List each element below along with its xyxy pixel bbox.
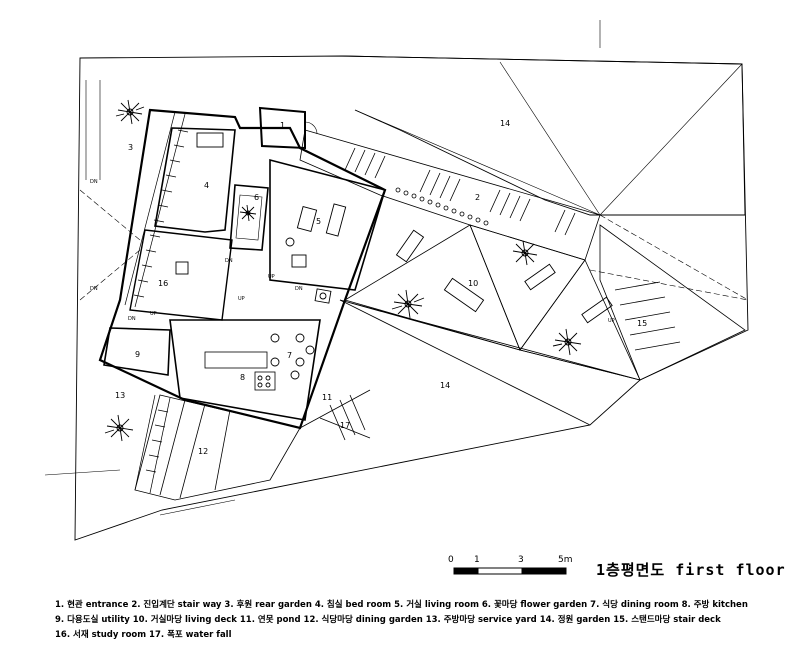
svg-text:UP: UP [150, 311, 157, 317]
living-deck [344, 224, 521, 351]
room-14-upper-label: 14 [500, 119, 510, 128]
room-7-label: 7 [287, 351, 292, 360]
svg-text:UP: UP [238, 296, 245, 302]
stair-deck [599, 224, 746, 381]
legend-line-2: 9. 다용도실 utility 10. 거실마당 living deck 11.… [55, 615, 721, 625]
room-17-label: 17 [340, 421, 350, 430]
legend-line-1: 1. 현관 entrance 2. 진입계단 stair way 3. 후원 r… [55, 600, 748, 610]
room-14-lower-label: 14 [440, 381, 450, 390]
upper-garden-outline [341, 55, 746, 216]
entry-stair [299, 129, 601, 261]
scale-label-5m: 5m [558, 555, 573, 565]
room-11-label: 11 [322, 393, 332, 402]
scale-label-0: 0 [448, 555, 454, 565]
tree-symbols [104, 99, 582, 442]
svg-text:DN: DN [90, 179, 98, 185]
svg-text:DN: DN [225, 258, 233, 264]
scale-bar: 0 1 3 5m [448, 555, 573, 575]
room-9-label: 9 [135, 350, 140, 359]
svg-text:DN: DN [295, 286, 303, 292]
room-3-label: 3 [128, 143, 133, 152]
svg-text:DN: DN [128, 316, 136, 322]
svg-text:UP: UP [608, 318, 615, 324]
drawing-title: 1층평면도 first floor [596, 561, 786, 579]
room-6-label: 6 [254, 193, 259, 202]
scale-label-3: 3 [518, 555, 524, 565]
dining-garden [134, 394, 301, 501]
room-5-label: 5 [316, 217, 321, 226]
room-2-label: 2 [475, 193, 480, 202]
legend-line-3: 16. 서재 study room 17. 폭포 water fall [55, 630, 232, 640]
svg-text:DN: DN [90, 286, 98, 292]
svg-text:UP: UP [268, 274, 275, 280]
entrance-block [258, 106, 306, 150]
floor-plan: 1 2 3 4 5 6 7 8 9 10 11 12 13 14 14 15 1… [44, 20, 749, 541]
room-13-label: 13 [115, 391, 125, 400]
west-stair [124, 111, 189, 308]
room-1-label: 1 [280, 121, 285, 130]
room-15-label: 15 [637, 319, 647, 328]
room-16-label: 16 [158, 279, 168, 288]
water-fall [299, 389, 371, 441]
room-8-label: 8 [240, 373, 245, 382]
room-4-label: 4 [204, 181, 209, 190]
room-12-label: 12 [198, 447, 208, 456]
room-number-labels: 1 2 3 4 5 6 7 8 9 10 11 12 13 14 14 15 1… [115, 119, 647, 456]
room-10-label: 10 [468, 279, 478, 288]
house-block [98, 108, 387, 430]
room-legend: 1. 현관 entrance 2. 진입계단 stair way 3. 후원 r… [55, 598, 775, 643]
scale-label-1: 1 [474, 555, 480, 565]
stair-labels: DN DN DN DN DN UP UP UP UP [90, 179, 615, 324]
